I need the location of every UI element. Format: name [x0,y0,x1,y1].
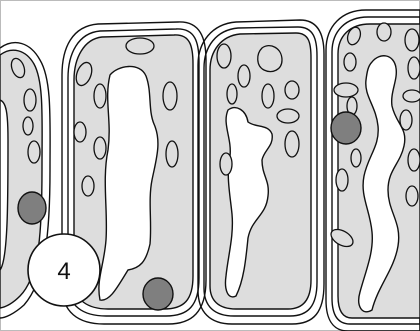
figure-label: 4 [57,258,70,285]
cell-nucleus [405,29,419,51]
cell-nucleus [166,141,178,167]
cell-nucleus [406,186,418,206]
cell-nucleus [285,81,299,99]
cell-nucleus [408,57,420,79]
villus-3 [198,20,324,324]
cell-nucleus [377,23,391,41]
cell-nucleus [336,169,348,191]
cell-nucleus [277,109,299,123]
cell-nucleus [126,38,154,54]
cell-nucleus [217,44,231,68]
cell-nucleus [334,83,358,97]
goblet-cell-nucleus [143,278,173,310]
cell-nucleus [28,141,40,163]
cell-nucleus [227,84,237,104]
cell-nucleus [351,149,361,167]
villus-right-partial [326,10,420,331]
cell-nucleus [258,46,282,72]
cell-nucleus [94,137,106,159]
cell-nucleus [220,153,232,175]
cell-nucleus [238,65,250,87]
cell-nucleus [408,149,420,171]
cell-nucleus [262,84,274,108]
cell-nucleus [24,89,36,111]
figure-label-marker: 4 [28,234,100,306]
cell-nucleus [23,117,33,135]
cell-nucleus [94,84,106,108]
goblet-cell-nucleus [18,192,46,224]
cell-nucleus [82,176,94,196]
cell-nucleus [400,110,412,130]
cell-nucleus [163,82,177,110]
cell-nucleus [285,131,299,157]
cell-nucleus [74,122,86,142]
cell-nucleus [403,90,420,102]
goblet-cell-nucleus [331,112,361,144]
cell-nucleus [344,53,356,71]
